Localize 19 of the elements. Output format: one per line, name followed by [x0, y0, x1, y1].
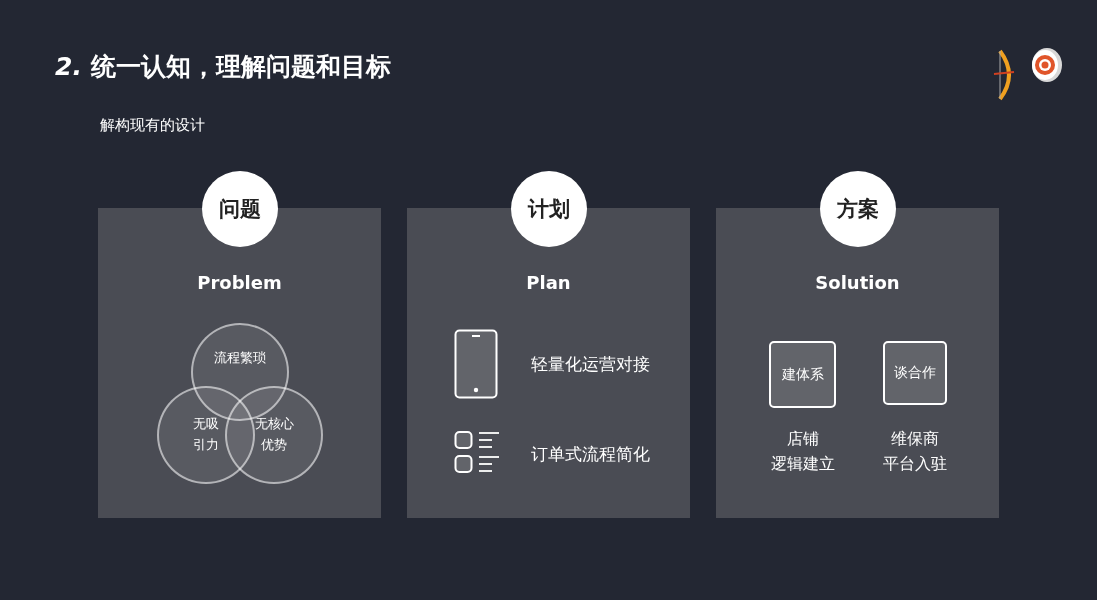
- box-label: 建体系: [781, 365, 824, 384]
- panel-heading: Plan: [525, 272, 572, 293]
- subtitle: 解构现有的设计: [100, 116, 205, 135]
- item-text: 轻量化运营对接: [531, 353, 650, 376]
- circle-label: 流程繁琐: [213, 349, 267, 367]
- panel-heading: Problem: [196, 272, 283, 293]
- box-caption: 维保商平台入驻: [882, 428, 948, 475]
- rounded-box: [883, 341, 947, 405]
- box-label: 谈合作: [894, 364, 936, 382]
- heading-circle: 计划: [510, 171, 587, 247]
- box-caption: 店铺逻辑建立: [769, 428, 836, 475]
- heading-circle: 方案: [819, 171, 896, 247]
- rounded-box: [769, 341, 836, 408]
- circle-label: 无吸引力: [193, 415, 219, 454]
- heading-circle: 问题: [201, 171, 278, 247]
- item-text: 订单式流程简化: [531, 443, 650, 466]
- title: 2. 统一认知，理解问题和目标: [55, 51, 391, 83]
- circle-label: 无核心优势: [254, 415, 294, 454]
- panel-heading: Solution: [814, 272, 901, 293]
